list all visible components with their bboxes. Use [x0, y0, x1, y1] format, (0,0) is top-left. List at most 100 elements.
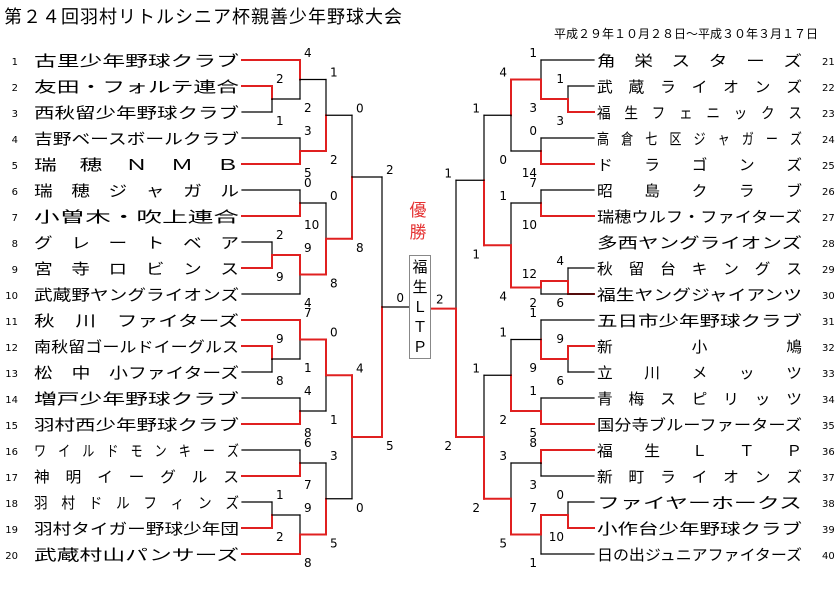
score: 8: [304, 556, 312, 570]
team-name: 瑞 穂 Ｎ Ｍ Ｂ: [34, 156, 239, 174]
score: 1: [529, 556, 537, 570]
score: 7: [304, 306, 312, 320]
team-number: 22: [822, 83, 835, 94]
score: 8: [276, 374, 284, 388]
team-number: 36: [822, 447, 835, 458]
score: 1: [330, 66, 338, 80]
team-number: 16: [5, 447, 18, 458]
score: 0: [304, 176, 312, 190]
score: 4: [556, 254, 564, 268]
team-number: 4: [12, 135, 18, 146]
score: 7: [529, 176, 537, 190]
score: 2: [436, 293, 444, 307]
team-number: 23: [822, 109, 835, 120]
team-number: 18: [5, 499, 18, 510]
team-name: 福 生 フ ェ ニ ッ ク ス: [597, 104, 802, 122]
team-name: 角 栄 ス タ ー ズ: [597, 52, 802, 70]
team-number: 31: [822, 317, 835, 328]
score: 2: [276, 530, 284, 544]
team-name: 新 小 鳩: [597, 338, 802, 356]
team-number: 19: [5, 525, 18, 536]
team-number: 20: [5, 551, 18, 562]
score: 5: [529, 426, 537, 440]
score: 4: [356, 361, 364, 375]
team-number: 34: [822, 395, 835, 406]
team-number: 12: [5, 343, 18, 354]
score: 1: [529, 46, 537, 60]
team-name: 羽 村 ド ル フ ィ ン ズ: [34, 494, 239, 512]
team-number: 27: [822, 213, 835, 224]
team-number: 9: [12, 265, 18, 276]
score: 10: [522, 218, 537, 232]
team-name: 小曽木・吹上連合: [34, 208, 239, 226]
score: 6: [556, 374, 564, 388]
team-name: 友田・フォルテ連合: [34, 78, 239, 96]
team-number: 32: [822, 343, 835, 354]
score: 5: [304, 166, 312, 180]
score: 0: [499, 153, 507, 167]
score: 4: [499, 66, 507, 80]
score: 8: [529, 436, 537, 450]
team-name: ワ イ ル ド モ ン キ ー ズ: [34, 442, 239, 460]
score: 7: [304, 478, 312, 492]
team-name: 高 倉 七 区 ジ ャ ガ ー ズ: [597, 130, 802, 148]
team-number: 3: [12, 109, 18, 120]
score: 9: [304, 241, 312, 255]
team-name: 多西ヤングライオンズ: [597, 234, 802, 252]
team-number: 25: [822, 161, 835, 172]
team-name: 西秋留少年野球クラブ: [34, 104, 239, 122]
team-number: 40: [822, 551, 835, 562]
score: 2: [386, 163, 394, 177]
team-number: 38: [822, 499, 835, 510]
team-number: 8: [12, 239, 18, 250]
score: 10: [549, 530, 564, 544]
team-number: 5: [12, 161, 18, 172]
champion-char: Ｌ: [412, 298, 428, 316]
score: 2: [444, 439, 452, 453]
team-name: 立 川 メ ッ ツ: [597, 364, 802, 382]
team-number: 21: [822, 57, 835, 68]
score: 3: [529, 478, 537, 492]
team-name: 青 梅 ス ピ リ ッ ツ: [597, 390, 802, 408]
score: 1: [304, 361, 312, 375]
score: 4: [304, 384, 312, 398]
team-name: 古里少年野球クラブ: [34, 52, 239, 70]
score: 2: [472, 501, 480, 515]
team-number: 1: [12, 57, 18, 68]
team-name: グ レ ー ト ベ ア: [34, 234, 239, 252]
team-number: 37: [822, 473, 835, 484]
score: 9: [529, 361, 537, 375]
score: 12: [522, 267, 537, 281]
score: 1: [472, 247, 480, 261]
score: 6: [556, 296, 564, 310]
champion-char: 福: [412, 258, 428, 276]
team-number: 30: [822, 291, 835, 302]
team-name: 吉野ベースボールクラブ: [34, 130, 239, 148]
team-number: 35: [822, 421, 835, 432]
team-number: 24: [822, 135, 835, 146]
team-number: 10: [5, 291, 18, 302]
team-name: 新 町 ラ イ オ ン ズ: [597, 468, 802, 486]
score: 6: [304, 436, 312, 450]
score: 5: [386, 439, 394, 453]
team-name: 宮 寺 ロ ビ ン ス: [34, 260, 239, 278]
team-name: 羽村西少年野球クラブ: [34, 416, 239, 434]
team-name: 五日市少年野球クラブ: [597, 312, 802, 330]
team-name: 昭 島 ク ラ ブ: [597, 182, 802, 200]
score: 1: [529, 384, 537, 398]
score: 3: [556, 114, 564, 128]
team-name: 福 生 Ｌ Ｔ Ｐ: [597, 442, 802, 460]
team-name: 小作台少年野球クラブ: [597, 520, 802, 538]
champion-char: 生: [412, 278, 428, 296]
team-name: 秋 川 ファイターズ: [34, 312, 239, 330]
score: 1: [444, 166, 452, 180]
team-number: 28: [822, 239, 835, 250]
champion-char: Ｔ: [412, 318, 428, 336]
team-number: 29: [822, 265, 835, 276]
champion-team-box: 福 生 Ｌ Ｔ Ｐ: [409, 255, 431, 359]
score: 4: [499, 290, 507, 304]
score: 0: [396, 291, 404, 305]
team-name: 南秋留ゴールドイーグルス: [34, 338, 239, 356]
score: 3: [499, 449, 507, 463]
